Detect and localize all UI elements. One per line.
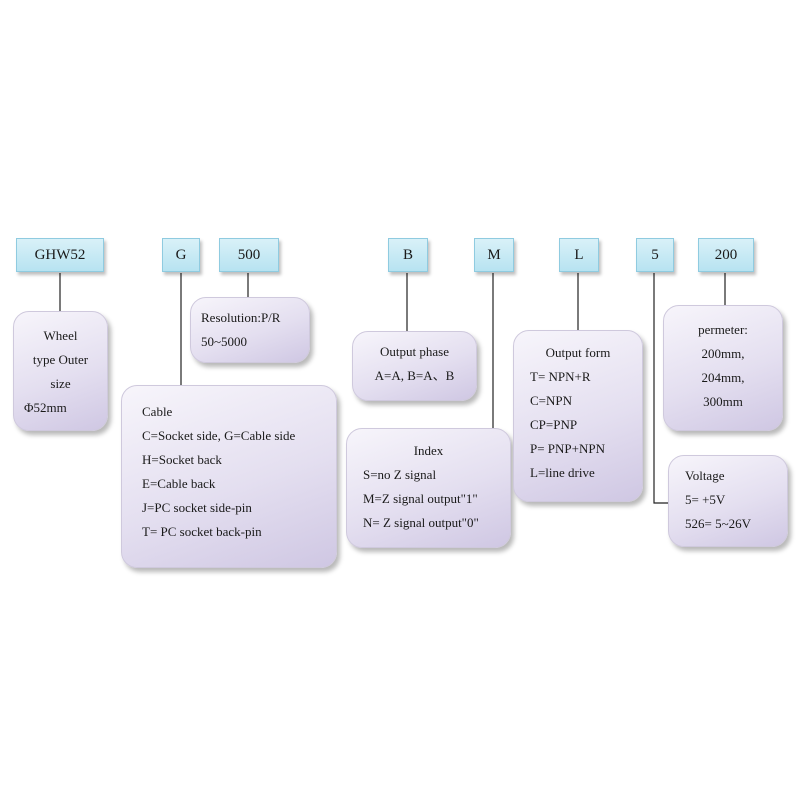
code-model: GHW52	[16, 238, 104, 272]
phase-line-1: Output phase	[380, 344, 449, 359]
code-cable: G	[162, 238, 200, 272]
cable-line-5: J=PC socket side-pin	[142, 500, 252, 515]
wheel-line-4: Φ52mm	[24, 400, 67, 415]
output-line-1: Output form	[545, 345, 611, 360]
cable-line-2: C=Socket side, G=Cable side	[142, 428, 296, 443]
perimeter-box: permeter: 200mm, 204mm, 300mm	[663, 305, 783, 431]
cable-line-4: E=Cable back	[142, 476, 216, 491]
code-index: M	[474, 238, 514, 272]
resolution-line-1: Resolution:P/R	[201, 310, 281, 325]
voltage-line-3: 526= 5~26V	[685, 516, 752, 531]
resolution-box: Resolution:P/R 50~5000	[190, 297, 310, 363]
perimeter-line-4: 300mm	[703, 394, 743, 409]
cable-line-3: H=Socket back	[142, 452, 222, 467]
wheel-line-1: Wheel	[43, 328, 78, 343]
code-voltage: 5	[636, 238, 674, 272]
wheel-size-box: Wheel type Outer size Φ52mm	[13, 311, 108, 431]
phase-line-2: A=A, B=A、B	[374, 368, 455, 383]
index-line-4: N= Z signal output"0"	[363, 515, 479, 530]
perimeter-line-1: permeter:	[698, 322, 748, 337]
perimeter-line-2: 200mm,	[701, 346, 745, 361]
code-perimeter: 200	[698, 238, 754, 272]
output-line-2: T= NPN+R	[530, 369, 591, 384]
voltage-box: Voltage 5= +5V 526= 5~26V	[668, 455, 788, 547]
index-box: Index S=no Z signal M=Z signal output"1"…	[346, 428, 511, 548]
voltage-line-2: 5= +5V	[685, 492, 726, 507]
wheel-line-3: size	[50, 376, 71, 391]
code-output: L	[559, 238, 599, 272]
perimeter-line-3: 204mm,	[701, 370, 745, 385]
cable-line-1: Cable	[142, 404, 173, 419]
index-line-3: M=Z signal output"1"	[363, 491, 478, 506]
index-line-2: S=no Z signal	[363, 467, 437, 482]
code-resolution: 500	[219, 238, 279, 272]
wheel-line-2: type Outer	[32, 352, 89, 367]
output-phase-box: Output phase A=A, B=A、B	[352, 331, 477, 401]
cable-line-6: T= PC socket back-pin	[142, 524, 262, 539]
output-line-5: P= PNP+NPN	[530, 441, 605, 456]
voltage-line-1: Voltage	[685, 468, 725, 483]
resolution-line-2: 50~5000	[201, 334, 248, 349]
index-line-1: Index	[413, 443, 444, 458]
output-form-box: Output form T= NPN+R C=NPN CP=PNP P= PNP…	[513, 330, 643, 502]
output-line-3: C=NPN	[530, 393, 573, 408]
cable-box: Cable C=Socket side, G=Cable side H=Sock…	[121, 385, 337, 568]
code-phase: B	[388, 238, 428, 272]
output-line-6: L=line drive	[530, 465, 595, 480]
output-line-4: CP=PNP	[530, 417, 578, 432]
